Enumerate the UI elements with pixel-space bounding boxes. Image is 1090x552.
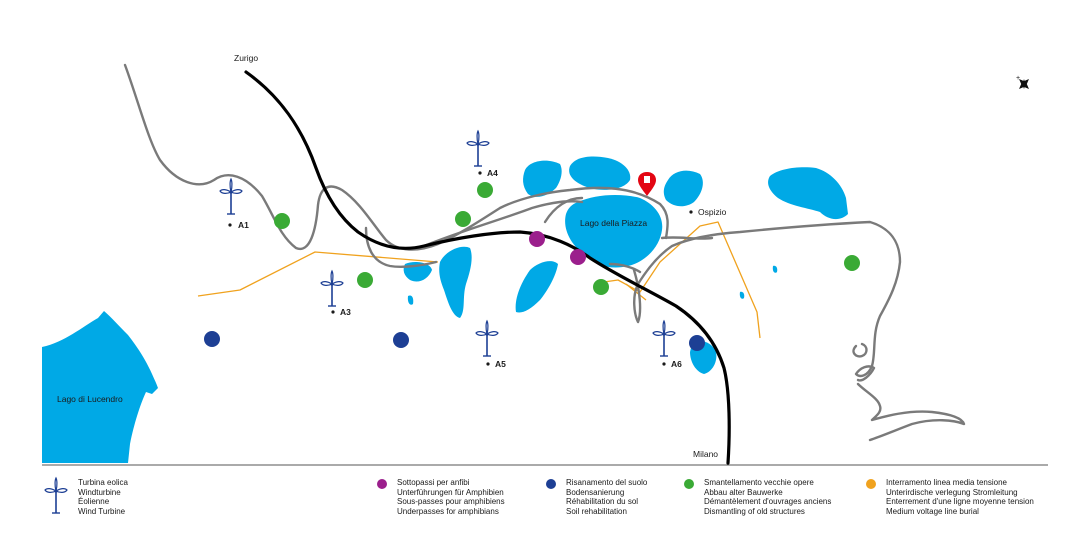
legend-soil-swatch — [546, 479, 556, 489]
label-south: Milano — [693, 449, 718, 459]
label-hospice: Ospizio — [698, 207, 727, 217]
wind-turbine-icon — [219, 178, 243, 215]
legend-soil: Risanamento del suolo Bodensanierung Réh… — [566, 478, 647, 516]
turbine-a4: A4 — [466, 130, 498, 178]
legend-text: Risanamento del suolo — [566, 478, 648, 487]
location-pin-icon — [638, 172, 656, 196]
legend-underpass: Sottopassi per anfibi Unterführungen für… — [397, 478, 505, 516]
dismantling-markers — [274, 182, 860, 295]
legend-powerline-swatch — [866, 479, 876, 489]
dismantling-marker — [593, 279, 609, 295]
dismantling-marker — [455, 211, 471, 227]
legend-text: Soil rehabilitation — [566, 506, 627, 516]
underpass-markers — [529, 231, 586, 265]
soil-marker — [393, 332, 409, 348]
turbine-label: A1 — [238, 220, 249, 230]
dismantling-marker — [357, 272, 373, 288]
legend-text: Abbau alter Bauwerke — [704, 487, 783, 497]
turbine-a1: A1 — [219, 178, 249, 230]
legend-text: Medium voltage line burial — [886, 506, 979, 516]
legend-text: Réhabilitation du sol — [566, 497, 639, 506]
wind-turbine-icon — [475, 320, 499, 357]
legend-dismantle-swatch — [684, 479, 694, 489]
label-north: Zurigo — [234, 53, 258, 63]
turbine-label: A4 — [487, 168, 498, 178]
legend-text: Underpasses for amphibians — [397, 506, 499, 516]
turbine-label: A6 — [671, 359, 682, 369]
label-lake-lucendro: Lago di Lucendro — [57, 394, 123, 404]
legend-text: Unterführungen für Amphibien — [397, 487, 504, 497]
lake-lucendro — [42, 311, 158, 463]
lake-piazza — [565, 194, 663, 268]
legend-text: Éolienne — [78, 497, 110, 506]
lakes — [42, 156, 848, 463]
hospice-marker — [638, 172, 656, 196]
soil-marker — [204, 331, 220, 347]
legend-dismantle: Smantellamento vecchie opere Abbau alter… — [704, 478, 831, 516]
underpass-marker — [529, 231, 545, 247]
legend-text: Démantèlement d'ouvrages anciens — [704, 497, 832, 506]
power-lines — [197, 221, 761, 339]
legend-text: Enterrement d'une ligne moyenne tension — [886, 497, 1034, 506]
roads — [123, 63, 966, 442]
legend-text: Sottopassi per anfibi — [397, 478, 470, 487]
turbine-a5: A5 — [475, 320, 506, 369]
motorway — [244, 70, 731, 465]
soil-markers — [204, 331, 705, 351]
underpass-marker — [570, 249, 586, 265]
wind-turbine-icon — [652, 320, 676, 357]
label-lake-piazza: Lago della Piazza — [580, 218, 647, 228]
legend-powerline: Interramento linea media tensione Unteri… — [886, 478, 1034, 516]
svg-text:+: + — [1016, 75, 1020, 82]
dismantling-marker — [274, 213, 290, 229]
legend-text: Wind Turbine — [78, 506, 126, 516]
wind-turbine-icon — [320, 270, 344, 307]
legend-text: Interramento linea media tensione — [886, 478, 1007, 487]
legend-underpass-swatch — [377, 479, 387, 489]
legend-text: Sous-passes pour amphibiens — [397, 497, 505, 506]
legend-text: Bodensanierung — [566, 487, 625, 497]
turbine-label: A5 — [495, 359, 506, 369]
compass-icon: + — [1016, 75, 1029, 89]
turbine-a3: A3 — [320, 270, 351, 317]
wind-turbine-icon — [44, 477, 68, 514]
legend-text: Windturbine — [78, 487, 121, 497]
legend-text: Unterirdische verlegung Stromleitung — [886, 487, 1018, 497]
legend-text: Turbina eolica — [78, 478, 128, 487]
dismantling-marker — [477, 182, 493, 198]
legend-text: Smantellamento vecchie opere — [704, 478, 814, 487]
soil-marker — [689, 335, 705, 351]
legend-turbine: Turbina eolica Windturbine Éolienne Wind… — [78, 478, 128, 516]
turbine-a6: A6 — [652, 320, 682, 369]
legend-text: Dismantling of old structures — [704, 506, 805, 516]
dismantling-marker — [844, 255, 860, 271]
turbine-label: A3 — [340, 307, 351, 317]
wind-turbine-icon — [466, 130, 490, 167]
